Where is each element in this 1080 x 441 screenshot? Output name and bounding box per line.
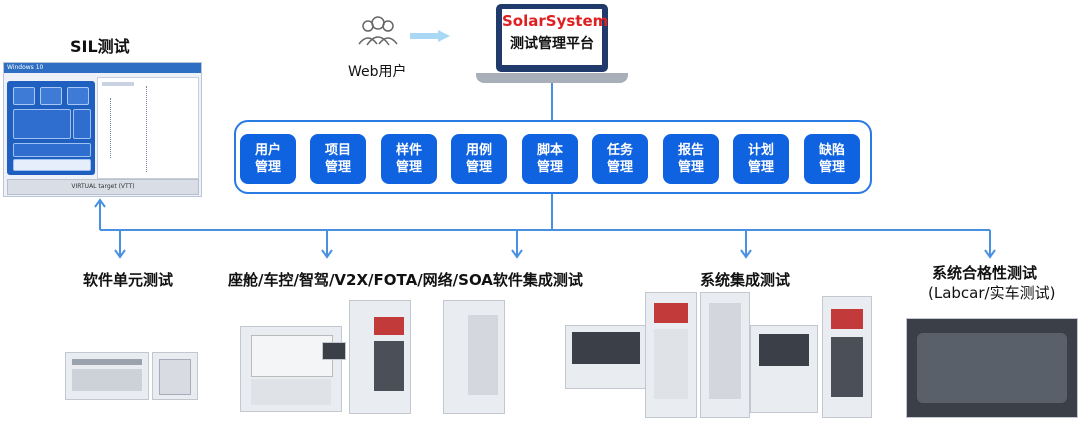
connector-line — [551, 83, 553, 120]
web-user-label: Web用户 — [348, 64, 407, 80]
integration-rack-2-image — [443, 300, 505, 414]
category-unit-test: 软件单元测试 — [83, 271, 174, 289]
system-bench-2-image — [750, 325, 818, 413]
unit-test-cabinet-image — [152, 352, 198, 400]
vehicle-test-lab-image — [906, 318, 1078, 418]
sil-architecture-block — [7, 81, 95, 175]
category-system-integration-test: 系统集成测试 — [700, 271, 791, 289]
category-compliance-test: 系统合格性测试 — [932, 264, 1038, 282]
monitor-image — [322, 342, 346, 360]
module-plan-management[interactable]: 计划 管理 — [733, 134, 789, 184]
module-user-management[interactable]: 用户 管理 — [240, 134, 296, 184]
integration-rack-1-image — [349, 300, 411, 414]
laptop-base — [476, 73, 628, 83]
laptop-display — [502, 9, 602, 65]
system-rack-1-image — [645, 292, 697, 418]
sil-window-screenshot: Windows 10 VIRTUAL target (VTT) — [3, 62, 202, 197]
category-compliance-subtitle: (Labcar/实车测试) — [928, 284, 1056, 302]
system-rack-3-image — [822, 296, 872, 418]
system-bench-1-image — [565, 325, 647, 389]
users-icon — [356, 14, 400, 50]
module-defect-management[interactable]: 缺陷 管理 — [804, 134, 860, 184]
sil-test-title: SIL测试 — [70, 37, 130, 56]
module-report-management[interactable]: 报告 管理 — [663, 134, 719, 184]
sil-virtual-target-bar: VIRTUAL target (VTT) — [7, 179, 199, 195]
unit-test-rack-image — [65, 352, 149, 400]
module-testcase-management[interactable]: 用例 管理 — [451, 134, 507, 184]
module-task-management[interactable]: 任务 管理 — [592, 134, 648, 184]
system-rack-2-image — [700, 292, 750, 418]
sil-window-titlebar: Windows 10 — [4, 63, 201, 73]
module-sample-management[interactable]: 样件 管理 — [381, 134, 437, 184]
arrow-right-icon — [410, 27, 450, 42]
cockpit-test-bench-image — [240, 326, 342, 412]
module-script-management[interactable]: 脚本 管理 — [522, 134, 578, 184]
platform-name: 测试管理平台 — [510, 36, 594, 52]
module-project-management[interactable]: 项目 管理 — [310, 134, 366, 184]
category-integration-test: 座舱/车控/智驾/V2X/FOTA/网络/SOA软件集成测试 — [228, 271, 583, 289]
platform-brand: SolarSystem — [502, 12, 609, 30]
sil-config-tree-panel — [97, 77, 199, 179]
